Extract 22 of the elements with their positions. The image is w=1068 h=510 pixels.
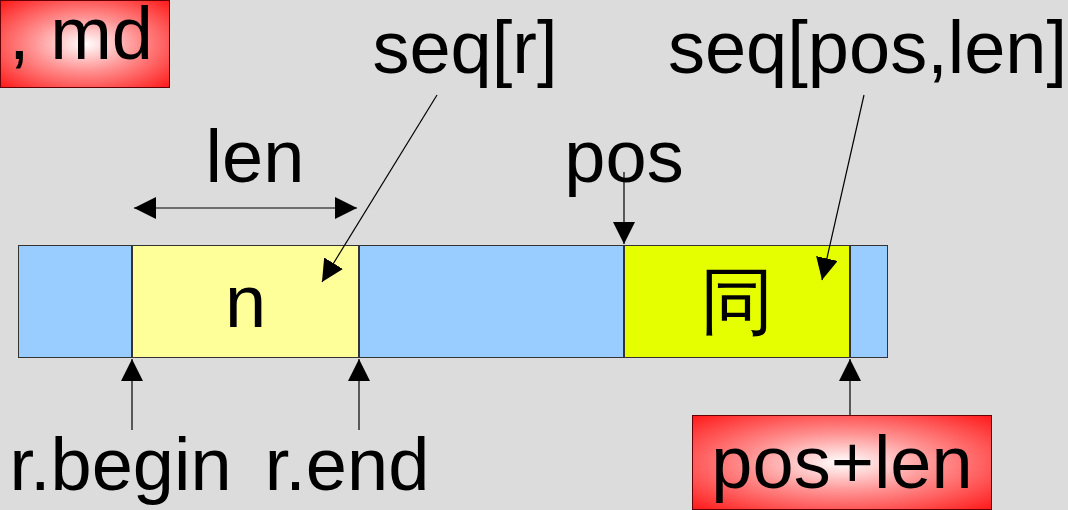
dimension-label: len [205, 114, 305, 200]
label-text: seq[pos,len] [670, 2, 1065, 94]
label-text: n [224, 264, 267, 339]
label-box [692, 415, 992, 510]
label-text: seq[r] [370, 2, 560, 94]
label-box [0, 0, 170, 88]
arrow [839, 358, 861, 416]
arrow [613, 171, 635, 245]
segment-box [132, 245, 359, 358]
arrow [121, 358, 143, 431]
arrow [816, 94, 865, 281]
label-text: , md [9, 0, 153, 71]
label-text: 同 [700, 264, 774, 339]
segment-box [18, 245, 132, 358]
arrow [321, 94, 438, 283]
label-text: pos [560, 112, 688, 202]
segment-box [850, 245, 888, 358]
label-text: r.begin [8, 420, 233, 510]
segment-box [359, 245, 624, 358]
segment-box [624, 245, 850, 358]
arrow [348, 358, 370, 431]
label-text: r.end [262, 420, 432, 510]
